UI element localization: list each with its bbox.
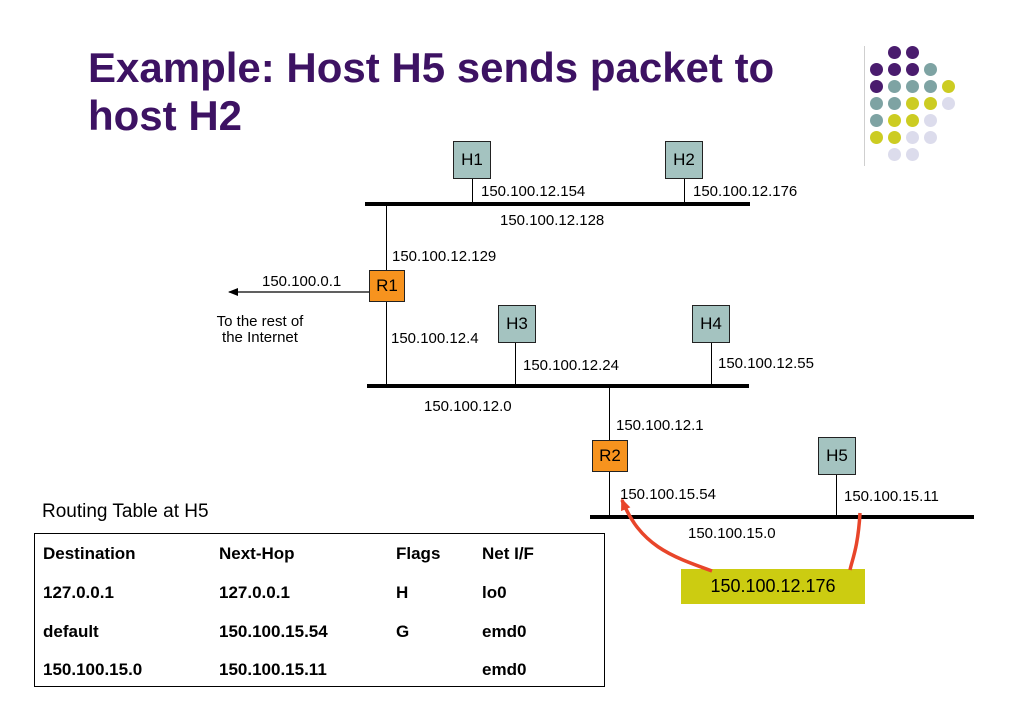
decor-dot: [888, 80, 901, 93]
decor-dot: [924, 63, 937, 76]
addr-h1: 150.100.12.154: [481, 183, 586, 200]
internet-label: To the rest of the Internet: [190, 314, 330, 346]
cell-flags: H: [396, 583, 409, 602]
wire-r2-top: [609, 388, 610, 440]
cell-next-hop: 127.0.0.1: [219, 583, 290, 602]
decor-dot: [924, 131, 937, 144]
internet-label-line2: the Internet: [222, 329, 298, 346]
internet-label-line1: To the rest of: [216, 313, 304, 330]
title-line-1: Example: Host H5 sends packet to: [88, 44, 775, 91]
addr-r1-out: 150.100.0.1: [262, 273, 342, 290]
bus-top: [365, 202, 750, 206]
wire-h4: [711, 343, 712, 384]
bus-bottom: [590, 515, 974, 519]
host-h4: H4: [692, 305, 730, 343]
wire-h1: [472, 179, 473, 202]
cell-next-hop: 150.100.15.11: [219, 660, 327, 679]
header-net-if: Net I/F: [482, 544, 534, 563]
decor-dot: [906, 131, 919, 144]
bus-middle: [367, 384, 749, 388]
decor-dot: [906, 97, 919, 110]
host-h2: H2: [665, 141, 703, 179]
decor-dot: [906, 63, 919, 76]
addr-r2-mid: 150.100.12.1: [616, 417, 704, 434]
decor-dot: [870, 80, 883, 93]
router-r2: R2: [592, 440, 628, 472]
addr-net-mid: 150.100.12.0: [424, 398, 512, 415]
wire-h3: [515, 343, 516, 384]
decor-dot: [870, 114, 883, 127]
decor-dot: [888, 97, 901, 110]
addr-r1-top: 150.100.12.129: [392, 248, 497, 265]
addr-r1-mid: 150.100.12.4: [391, 330, 479, 347]
decor-dot: [906, 148, 919, 161]
decor-dot: [924, 97, 937, 110]
cell-destination: default: [43, 622, 99, 641]
decor-dot: [906, 46, 919, 59]
host-h5: H5: [818, 437, 856, 475]
wire-h2: [684, 179, 685, 202]
wire-r1-top: [386, 206, 387, 270]
addr-h2: 150.100.12.176: [693, 183, 798, 200]
addr-h4: 150.100.12.55: [718, 355, 814, 372]
header-destination: Destination: [43, 544, 136, 563]
decor-divider: [864, 46, 865, 166]
decor-dot: [870, 97, 883, 110]
cell-net-if: emd0: [482, 622, 527, 641]
decor-dot: [888, 114, 901, 127]
cell-net-if: lo0: [482, 583, 507, 602]
addr-net-bottom: 150.100.15.0: [688, 525, 776, 542]
decor-dot: [870, 63, 883, 76]
decor-dot: [924, 80, 937, 93]
router-r1: R1: [369, 270, 405, 302]
cell-destination: 150.100.15.0: [43, 660, 143, 679]
cell-flags: G: [396, 622, 410, 641]
cell-next-hop: 150.100.15.54: [219, 622, 328, 641]
routing-table: Destination Next-Hop Flags Net I/F 127.0…: [34, 533, 605, 687]
addr-h3: 150.100.12.24: [523, 357, 619, 374]
destination-address-box: 150.100.12.176: [681, 569, 865, 604]
decor-dot: [924, 114, 937, 127]
decor-dot: [888, 46, 901, 59]
routing-table-caption: Routing Table at H5: [42, 501, 209, 522]
decor-dot: [942, 97, 955, 110]
slide-title: Example: Host H5 sends packet to host H2: [88, 44, 848, 140]
decor-dot: [888, 63, 901, 76]
decor-dot: [870, 131, 883, 144]
header-next-hop: Next-Hop: [219, 544, 295, 563]
addr-h5: 150.100.15.11: [844, 488, 939, 505]
decor-dot: [942, 80, 955, 93]
cell-net-if: emd0: [482, 660, 527, 679]
decor-dot: [888, 148, 901, 161]
packet-path-arrow: [622, 500, 862, 573]
decor-dot: [906, 80, 919, 93]
host-h1: H1: [453, 141, 491, 179]
title-line-2: host H2: [88, 92, 243, 139]
wire-h5: [836, 475, 837, 515]
wire-r2-bottom: [609, 472, 610, 515]
decor-dot: [888, 131, 901, 144]
decor-dot: [906, 114, 919, 127]
header-flags: Flags: [396, 544, 441, 563]
cell-destination: 127.0.0.1: [43, 583, 114, 602]
host-h3: H3: [498, 305, 536, 343]
addr-net-top: 150.100.12.128: [500, 212, 605, 229]
wire-r1-bottom: [386, 302, 387, 384]
addr-r2-bottom: 150.100.15.54: [620, 486, 716, 503]
